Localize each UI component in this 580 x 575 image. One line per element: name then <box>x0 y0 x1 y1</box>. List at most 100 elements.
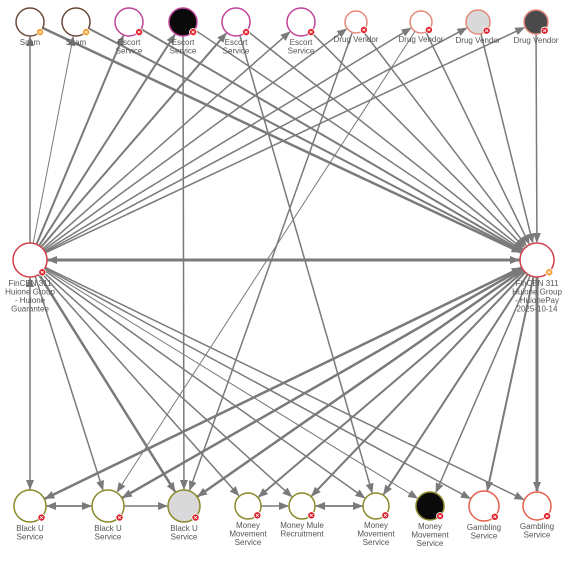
node-circle[interactable] <box>91 489 125 523</box>
node-circle[interactable] <box>234 492 262 520</box>
node-circle[interactable] <box>288 492 316 520</box>
node-scam-1[interactable]: Scam <box>15 7 45 47</box>
node-circle[interactable] <box>168 7 198 37</box>
edge-drug-3-to-fincen-pay <box>480 33 535 244</box>
node-circle[interactable] <box>362 492 390 520</box>
edge-fincen-guarantee-to-gambling-1 <box>44 267 471 500</box>
node-label-line: 2025-10-14 <box>517 305 558 314</box>
node-label-line: Huione Group <box>5 288 55 297</box>
edge-scam-1-to-fincen-pay <box>42 26 522 254</box>
node-label-line: Recruitment <box>280 530 324 539</box>
node-circle[interactable] <box>522 491 552 521</box>
node-drug-4[interactable]: Drug Vendor <box>514 9 559 45</box>
edge-fincen-pay-to-money-move-2 <box>382 273 529 496</box>
node-scam-2[interactable]: Scam <box>61 7 91 47</box>
node-label-line: Black U <box>170 524 198 533</box>
node-label-line: Movement <box>229 530 267 539</box>
node-label-line: Service <box>363 538 390 547</box>
node-drug-3[interactable]: Drug Vendor <box>456 9 501 45</box>
node-drug-2[interactable]: Drug Vendor <box>399 10 444 44</box>
node-label-line: Service <box>223 47 250 56</box>
badge-glyph-icon <box>39 516 44 520</box>
badge-glyph-icon <box>117 516 122 520</box>
node-label: Drug Vendor <box>456 36 501 45</box>
edge-drug-2-to-fincen-pay <box>425 31 530 245</box>
badge-glyph-icon <box>484 29 489 33</box>
node-label-line: Escort <box>118 38 141 47</box>
badge-glyph-icon <box>193 516 198 520</box>
edges-layer <box>26 26 541 510</box>
node-label-line: FinCEN 311 <box>516 279 560 288</box>
edge-fincen-pay-to-money-move-3 <box>435 275 531 494</box>
edge-fincen-guarantee-to-drug-1 <box>43 28 348 251</box>
badge-glyph-icon <box>438 514 442 518</box>
edge-escort-1-to-fincen-pay <box>140 28 523 252</box>
node-label: Scam <box>20 38 41 47</box>
node-circle[interactable] <box>167 489 201 523</box>
node-circle[interactable] <box>12 242 48 278</box>
node-label-line: Service <box>235 538 262 547</box>
edge-fincen-guarantee-to-drug-3 <box>44 27 468 253</box>
badge-glyph-icon <box>383 513 388 517</box>
badge-glyph-icon <box>309 30 313 34</box>
node-label-line: Service <box>95 533 122 542</box>
edge-fincen-pay-to-money-move-1 <box>257 270 525 498</box>
edge-fincen-pay-to-mule-recruit <box>310 271 526 497</box>
badge-glyph-icon <box>547 270 551 274</box>
node-circle[interactable] <box>286 7 316 37</box>
edge-escort-2-to-fincen-pay <box>194 29 523 251</box>
node-circle[interactable] <box>15 7 45 37</box>
node-circle[interactable] <box>221 7 251 37</box>
node-label-line: Service <box>116 47 143 56</box>
node-label-line: Gambling <box>520 522 554 531</box>
edge-fincen-guarantee-to-drug-4 <box>45 26 526 254</box>
node-circle[interactable] <box>415 491 445 521</box>
node-circle[interactable] <box>13 489 47 523</box>
edge-fincen-guarantee-to-escort-2 <box>38 33 176 247</box>
edge-fincen-guarantee-to-money-move-1 <box>40 272 240 497</box>
node-label-line: Escort <box>172 38 195 47</box>
node-label-line: FinCEN 311 <box>9 279 53 288</box>
node-label-line: Money <box>236 521 260 530</box>
badge-glyph-icon <box>84 30 88 34</box>
node-label-line: Scam <box>20 38 41 47</box>
badge-glyph-icon <box>542 29 547 33</box>
edge-drug-1-to-blacku-3 <box>188 32 354 491</box>
edge-drug-4-to-fincen-pay <box>532 33 541 244</box>
node-circle[interactable] <box>468 490 500 522</box>
edge-fincen-guarantee-to-gambling-2 <box>44 266 525 501</box>
edge-fincen-guarantee-to-money-move-2 <box>43 269 366 499</box>
node-label-line: Black U <box>16 524 44 533</box>
badge-glyph-icon <box>255 513 260 517</box>
edge-fincen-guarantee-to-mule-recruit <box>42 270 293 498</box>
node-drug-1[interactable]: Drug Vendor <box>334 10 379 44</box>
node-circle[interactable] <box>114 7 144 37</box>
node-label: Drug Vendor <box>514 36 559 45</box>
node-label: Scam <box>66 38 87 47</box>
node-circle[interactable] <box>61 7 91 37</box>
badge-glyph-icon <box>40 270 44 274</box>
node-circle[interactable] <box>519 242 555 278</box>
